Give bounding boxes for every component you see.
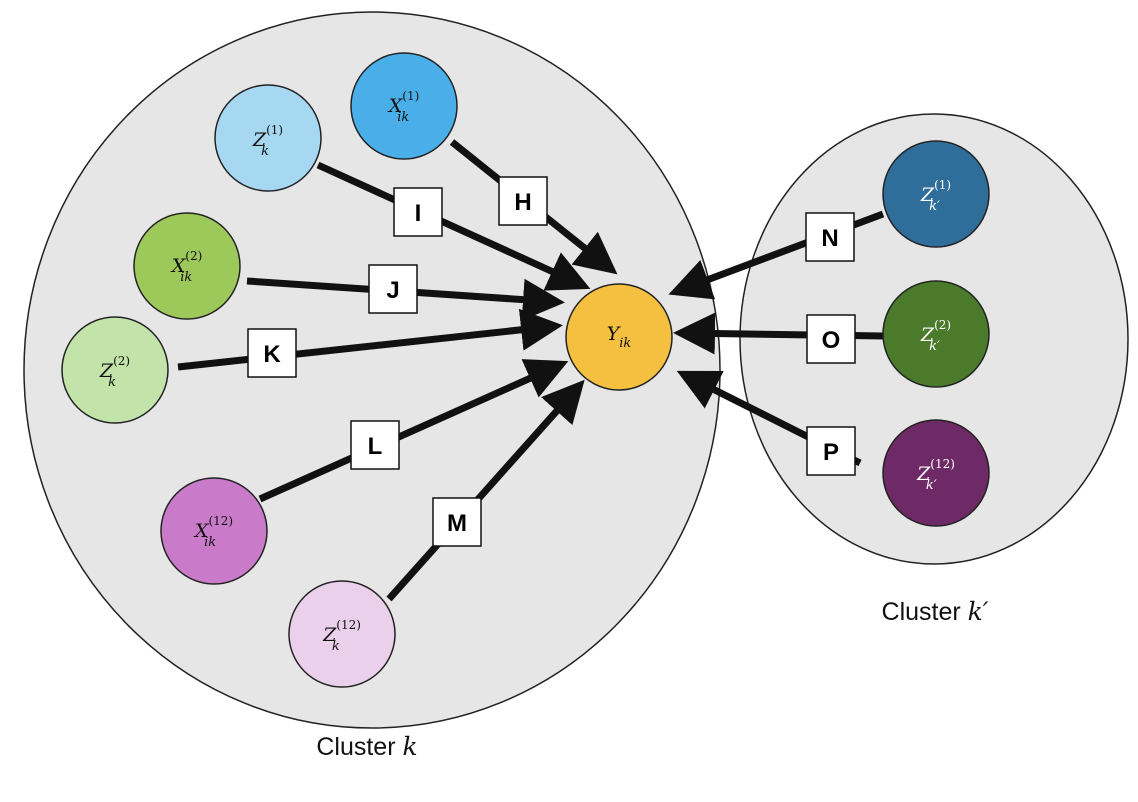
node-Z-kprime-2-label: Z(2)k′ [920,318,951,354]
edge-label-J: J [368,264,418,314]
node-Z-k-2: Z(2)k [61,316,169,424]
node-Y-ik: Yik [565,283,673,391]
cluster-k-prime-caption-var: k′ [968,597,989,626]
edge-label-N: N [805,212,855,262]
node-Z-k-1-label: Z(1)k [252,123,283,159]
edge-L [258,359,569,503]
edge-label-I-text: I [415,200,422,227]
node-Z-kprime-2: Z(2)k′ [882,280,990,388]
edge-K [177,308,563,371]
cluster-k-caption-var: k [402,732,417,761]
cluster-k-caption: Cluster k [316,732,417,761]
edge-label-N-text: N [821,225,838,252]
edge-label-I: I [393,187,443,237]
node-Z-k-12-label: Z(12)k [322,618,361,654]
node-X-ik-1-label: X(1)ik [387,89,420,125]
node-Z-kprime-12-label: Z(12)k′ [916,457,955,493]
edge-label-L-text: L [368,433,383,460]
edge-label-H-text: H [514,189,531,216]
edge-M [386,379,585,602]
edge-label-P-text: P [823,439,839,466]
node-Z-kprime-1-label: Z(1)k′ [920,178,951,214]
node-Z-k-12: Z(12)k [288,580,396,688]
edge-label-L: L [350,420,400,470]
cluster-k-prime-caption-prefix: Cluster [882,598,968,626]
edge-label-H: H [498,176,548,226]
cluster-k-caption-prefix: Cluster [316,733,402,761]
edge-I [316,161,591,291]
node-X-ik-12: X(12)ik [160,477,268,585]
node-X-ik-2-label: X(2)ik [170,249,203,285]
node-Z-kprime-1: Z(1)k′ [882,140,990,248]
edge-label-M-text: M [447,510,467,537]
edge-label-O: O [806,314,856,364]
cluster-k-prime-caption: Cluster k′ [882,597,989,626]
edge-labels: H I J K L M N O [247,176,856,547]
node-Z-k-2-label: Z(2)k [99,354,130,390]
edge-label-O-text: O [822,327,841,354]
node-X-ik-12-label: X(12)ik [193,514,233,550]
edge-label-P: P [806,426,856,476]
node-Z-k-1: Z(1)k [214,84,322,192]
edge-label-J-text: J [386,277,399,304]
node-X-ik-2: X(2)ik [133,212,241,320]
edge-label-K: K [247,328,297,378]
node-X-ik-1: X(1)ik [350,52,458,160]
edge-label-K-text: K [263,341,281,368]
nodes: Z(1)k X(1)ik X(2)ik Z(2)k [61,52,990,688]
node-Z-kprime-12: Z(12)k′ [882,419,990,527]
node-Y-ik-label: Yik [607,323,632,351]
edge-label-M: M [432,497,482,547]
